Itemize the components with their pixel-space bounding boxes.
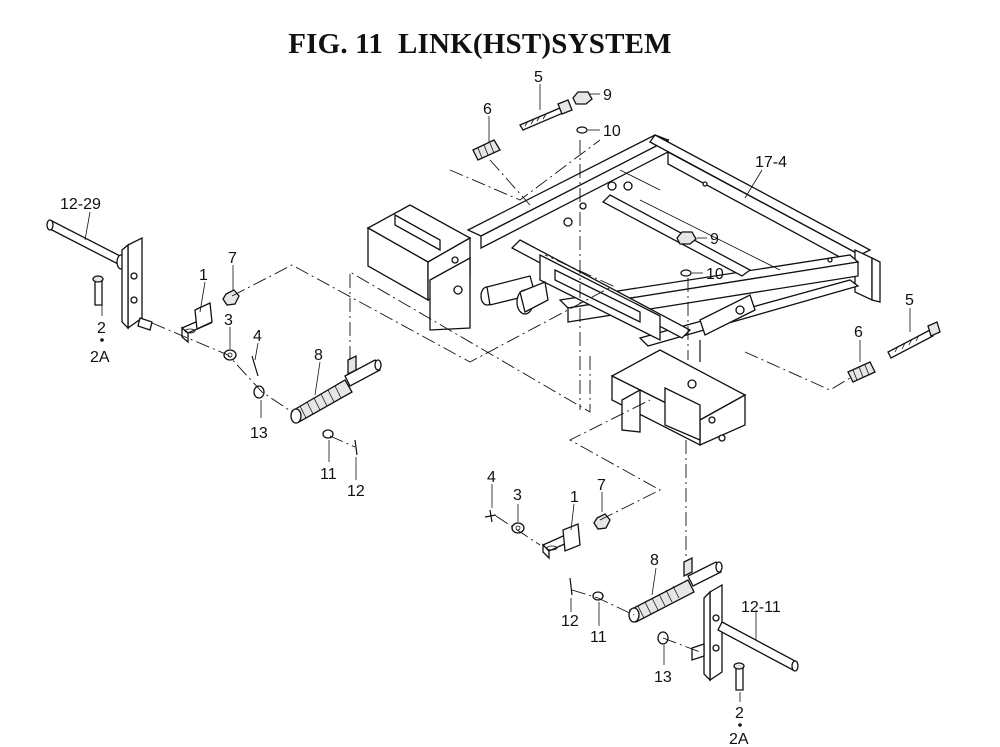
callout-10-mid: 10	[706, 266, 724, 283]
callout-11-right: 11	[590, 629, 607, 646]
callout-9-top: 9	[603, 87, 612, 104]
figure-title: FIG. 11 LINK(HST)SYSTEM	[288, 28, 672, 60]
callout-11-left: 11	[320, 466, 337, 483]
callout-8-left: 8	[314, 347, 323, 364]
callout-4-left: 4	[253, 328, 262, 345]
callout-6-top: 6	[483, 101, 492, 118]
callout-1-right: 1	[570, 489, 579, 506]
callout-labels: 5 6 9 10 17-4 9 10 5 6 12-29 1 7 2 2A 3 …	[60, 69, 914, 747]
callout-12-29: 12-29	[60, 196, 101, 213]
callout-7-left: 7	[228, 250, 237, 267]
right-linkage	[484, 509, 799, 691]
callout-2-right: 2	[735, 705, 744, 722]
callout-8-right: 8	[650, 552, 659, 569]
callout-7-right: 7	[597, 477, 606, 494]
callout-3-right: 3	[513, 487, 522, 504]
callout-12-right: 12	[561, 613, 579, 630]
callout-6-right: 6	[854, 324, 863, 341]
centerline-leaders	[151, 139, 851, 653]
top-bolt-group	[472, 91, 941, 383]
callout-9-mid: 9	[710, 231, 719, 248]
callout-13-left: 13	[250, 425, 268, 442]
callout-2a-left: 2A	[90, 349, 110, 366]
callout-dot-right	[738, 723, 742, 727]
callout-13-right: 13	[654, 669, 672, 686]
callout-5-top: 5	[534, 69, 543, 86]
callout-17-4: 17-4	[755, 154, 787, 171]
leader-lines	[84, 84, 911, 702]
callout-2-left: 2	[97, 320, 106, 337]
callout-10-top: 10	[603, 123, 621, 140]
callout-12-11: 12-11	[741, 599, 781, 616]
callout-1-left: 1	[199, 267, 208, 284]
callout-5-right: 5	[905, 292, 914, 309]
callout-4-right: 4	[487, 469, 496, 486]
callout-3-left: 3	[224, 312, 233, 329]
left-linkage	[46, 219, 382, 456]
callout-2a-right: 2A	[729, 731, 749, 747]
main-frame	[366, 134, 881, 447]
callout-12-left: 12	[347, 483, 365, 500]
callout-dot-left	[100, 338, 104, 342]
